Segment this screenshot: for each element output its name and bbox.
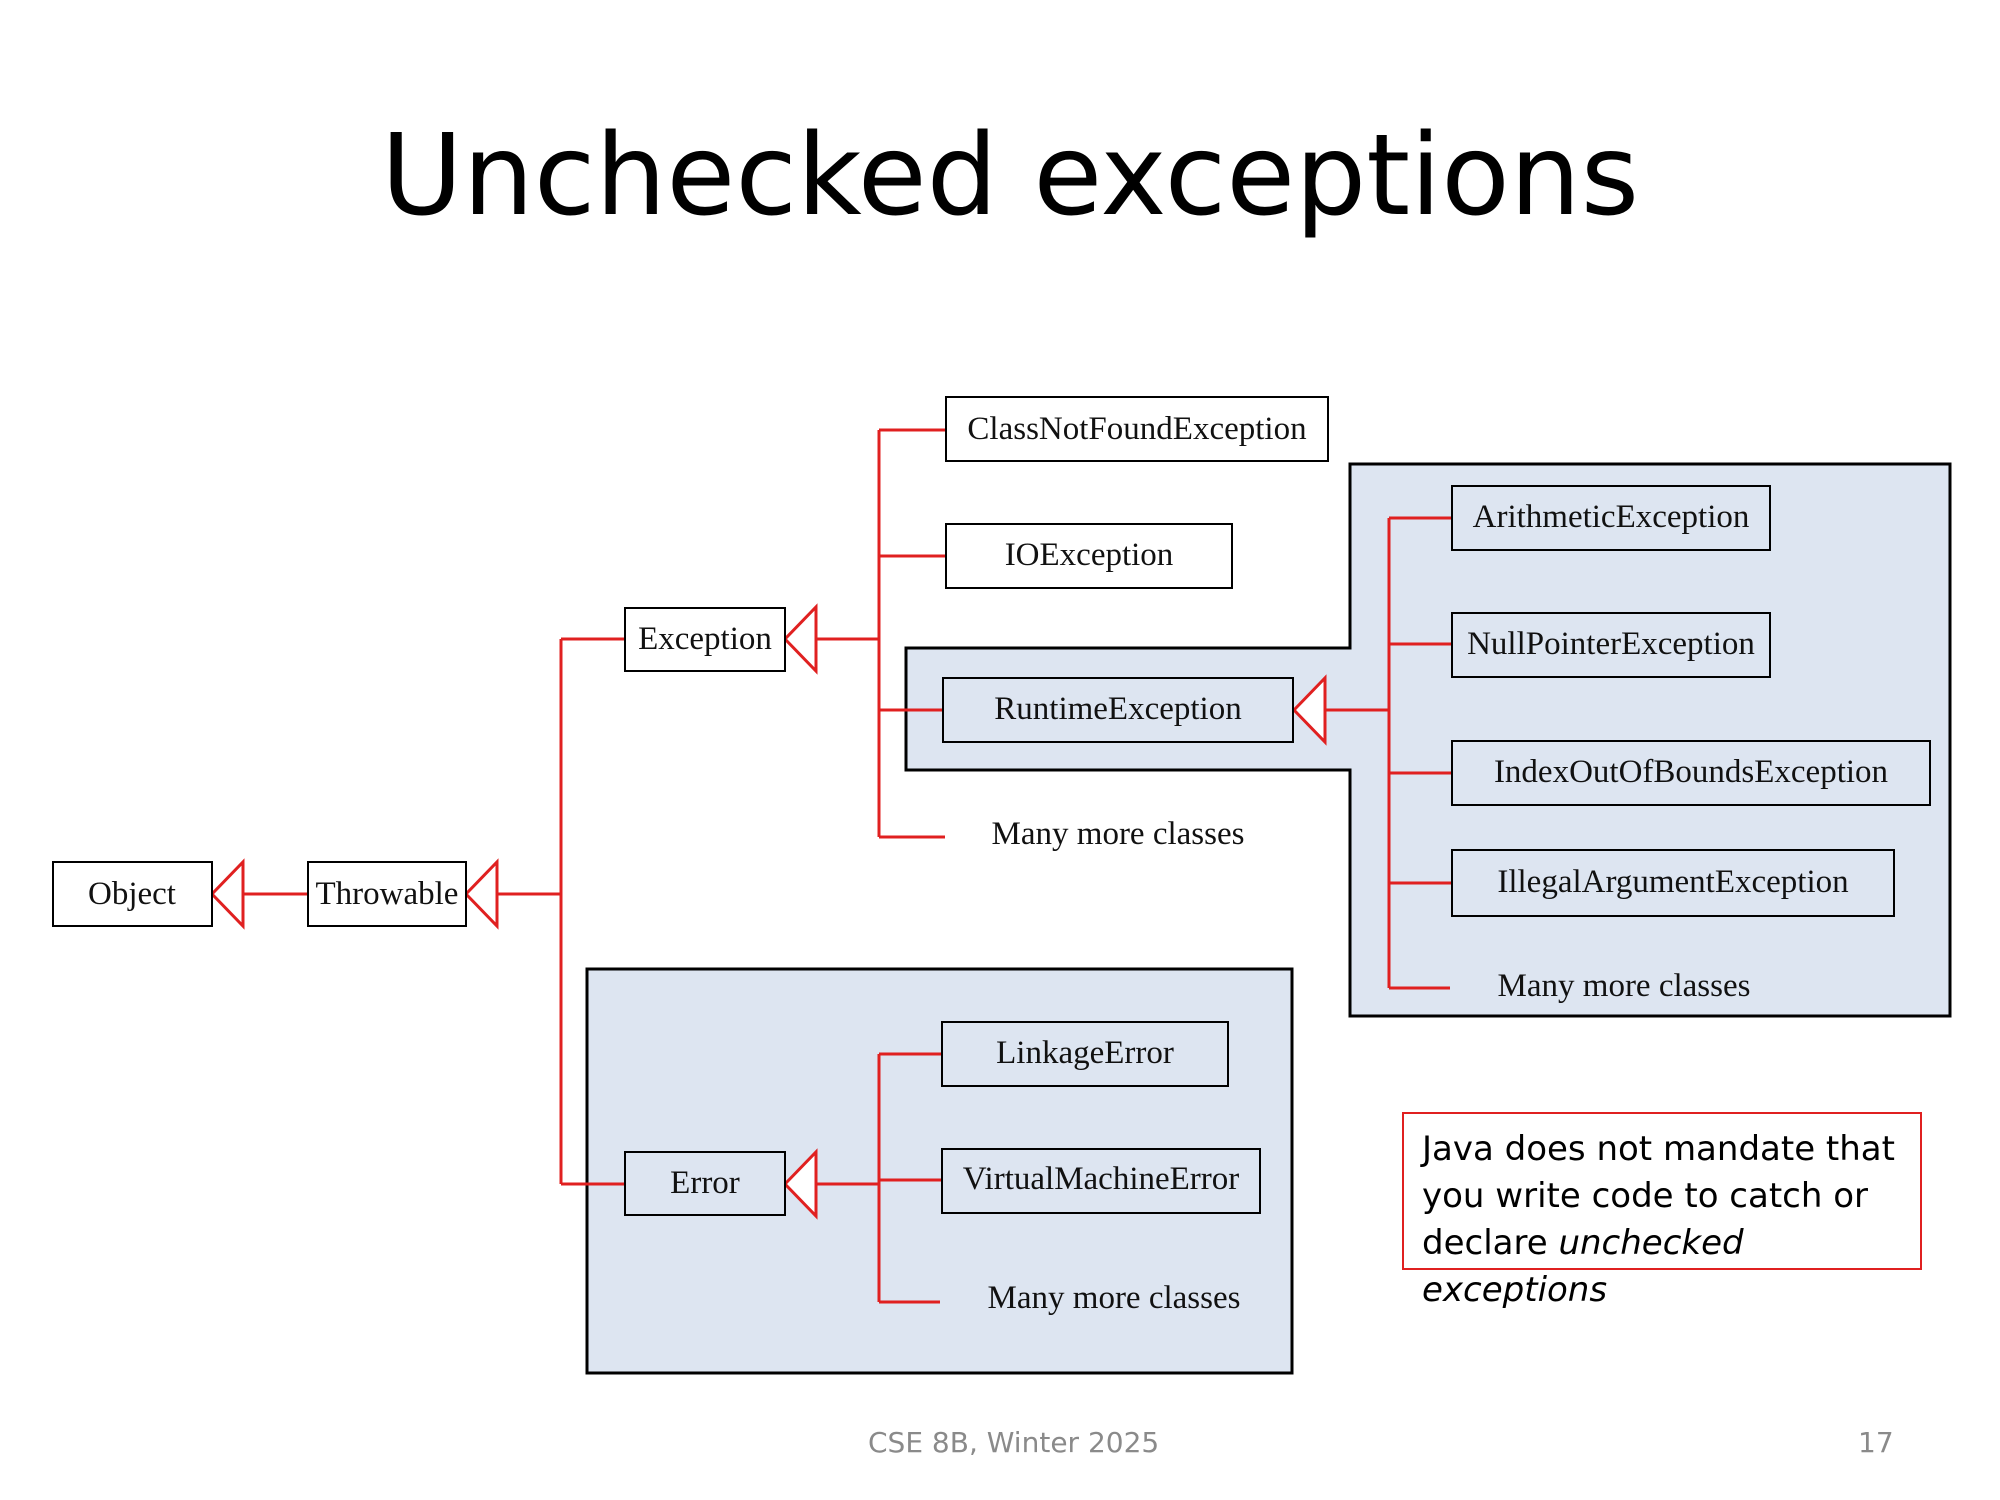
- unchecked-note-callout: Java does not mandate that you write cod…: [1402, 1112, 1922, 1310]
- inheritance-arrows: [209, 603, 1327, 1220]
- node-illegal-argument-exception: IllegalArgumentException: [1451, 849, 1895, 917]
- node-virtual-machine-error: VirtualMachineError: [941, 1148, 1261, 1214]
- node-linkage-error-label: LinkageError: [996, 1035, 1174, 1071]
- node-index-out-of-bounds-label: IndexOutOfBoundsException: [1494, 754, 1888, 790]
- more-error-classes-label: Many more classes: [988, 1280, 1241, 1316]
- node-object: Object: [52, 861, 213, 927]
- note-emphasis: unchecked exceptions: [1422, 1223, 1744, 1310]
- node-null-pointer-label: NullPointerException: [1467, 626, 1755, 662]
- note-line-1: Java does not mandate that: [1422, 1129, 1895, 1169]
- connector-lines: [243, 428, 1452, 1304]
- node-index-out-of-bounds-exception: IndexOutOfBoundsException: [1451, 740, 1931, 806]
- arrow-to-throwable-icon: [463, 858, 499, 930]
- footer-course: CSE 8B, Winter 2025: [868, 1426, 1160, 1459]
- node-class-not-found-label: ClassNotFoundException: [967, 411, 1306, 447]
- node-arithmetic-exception: ArithmeticException: [1451, 485, 1771, 551]
- node-io-exception: IOException: [945, 523, 1233, 589]
- slide-number: 17: [1858, 1426, 1894, 1459]
- node-throwable: Throwable: [307, 861, 467, 927]
- arrow-to-object-icon: [209, 858, 245, 930]
- arrow-to-exception-icon: [782, 603, 818, 675]
- note-line-2: you write code to catch or: [1422, 1176, 1869, 1216]
- node-io-exception-label: IOException: [1005, 537, 1174, 573]
- more-exception-classes-label: Many more classes: [992, 816, 1245, 852]
- arrow-to-error-icon: [782, 1148, 818, 1220]
- node-class-not-found-exception: ClassNotFoundException: [945, 396, 1329, 462]
- node-error-label: Error: [670, 1165, 740, 1201]
- node-illegal-argument-label: IllegalArgumentException: [1497, 864, 1848, 900]
- node-null-pointer-exception: NullPointerException: [1451, 612, 1771, 678]
- node-error: Error: [624, 1151, 786, 1216]
- node-exception: Exception: [624, 607, 786, 672]
- node-runtime-exception-label: RuntimeException: [994, 691, 1241, 727]
- arrow-to-runtime-exception-icon: [1291, 674, 1327, 746]
- node-exception-label: Exception: [638, 621, 772, 657]
- node-arithmetic-label: ArithmeticException: [1473, 499, 1750, 535]
- slide-title: Unchecked exceptions: [380, 111, 1640, 241]
- node-object-label: Object: [88, 876, 176, 912]
- node-runtime-exception: RuntimeException: [942, 677, 1294, 743]
- more-runtime-classes-label: Many more classes: [1498, 968, 1751, 1004]
- note-line-3-text: declare: [1422, 1223, 1559, 1263]
- node-virtual-machine-error-label: VirtualMachineError: [963, 1161, 1240, 1197]
- note-line-3: declare unchecked exceptions: [1422, 1220, 1902, 1314]
- node-throwable-label: Throwable: [316, 876, 459, 912]
- node-linkage-error: LinkageError: [941, 1021, 1229, 1087]
